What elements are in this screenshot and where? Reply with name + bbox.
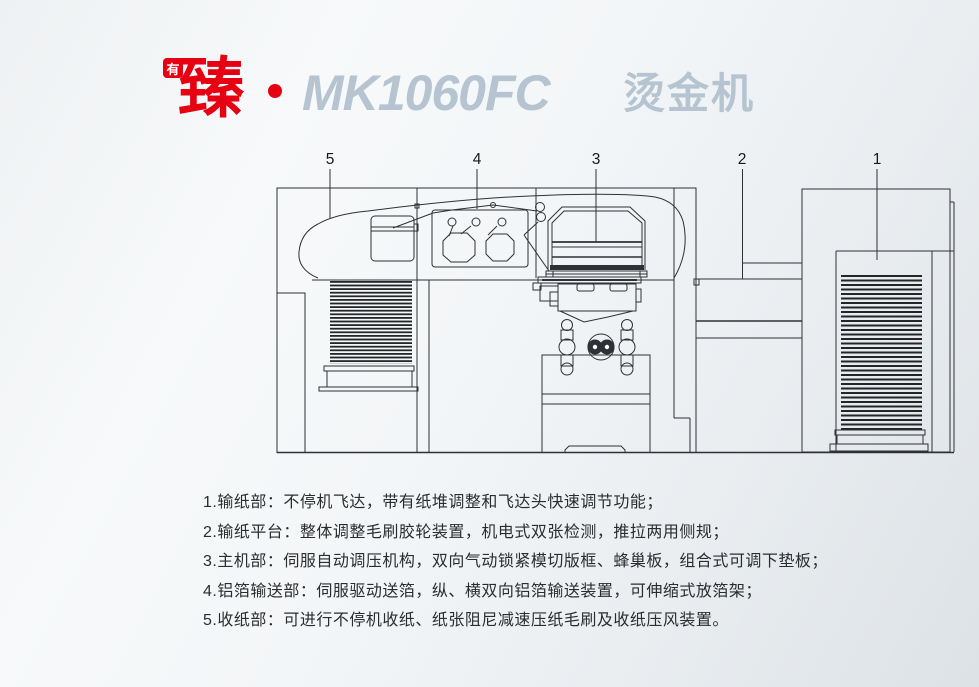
- control-box: [370, 215, 415, 262]
- foil-roll: [442, 232, 476, 263]
- description-item-3: 3.主机部：伺服自动调压机构，双向气动锁紧模切版框、蜂巢板，组合式可调下垫板；: [203, 553, 828, 570]
- brand-separator-dot-icon: [268, 84, 282, 98]
- delivery-section: [318, 215, 419, 392]
- callout-labels: 5 4 3 2 1: [326, 151, 882, 168]
- machine-hood: [298, 193, 686, 279]
- callout-5: 5: [326, 151, 335, 168]
- product-name: 烫金机: [623, 70, 756, 117]
- description-item-2: 2.输纸平台：整体调整毛刷胶轮装置，机电式双张检测，推拉两用侧规；: [203, 523, 729, 541]
- part-descriptions: 1.输纸部：不停机飞达，带有纸堆调整和飞达头快速调节功能； 2.输纸平台：整体调…: [203, 488, 883, 636]
- toggle-arm-right: [618, 319, 636, 376]
- product-model: MK1060FC: [302, 65, 551, 121]
- toggle-arm-left: [558, 319, 576, 376]
- brand-badge: 有: [163, 58, 183, 78]
- description-item-5: 5.收纸部：可进行不停机收纸、纸张阻尼减速压纸毛刷及收纸压风装置。: [203, 612, 729, 629]
- feed-platform-section: [693, 262, 802, 339]
- cam-drive: [587, 333, 615, 361]
- foil-roll: [485, 233, 515, 262]
- foil-section: [431, 209, 529, 268]
- description-item-1: 1.输纸部：不停机飞达，带有纸堆调整和飞达头快速调节功能；: [203, 494, 663, 511]
- foil-web-path: [392, 202, 550, 272]
- feeder-section: [801, 188, 955, 453]
- brand-logo-character: 臻: [178, 51, 244, 125]
- callout-1: 1: [873, 151, 882, 168]
- description-item-4: 4.铝箔输送部：伺服驱动送箔，纵、横双向铝箔输送装置，可伸缩式放箔架；: [203, 582, 762, 600]
- callout-2: 2: [738, 151, 747, 168]
- callout-4: 4: [473, 151, 482, 168]
- press-section: [532, 206, 651, 453]
- callout-3: 3: [592, 151, 601, 168]
- callout-lines: [329, 169, 878, 279]
